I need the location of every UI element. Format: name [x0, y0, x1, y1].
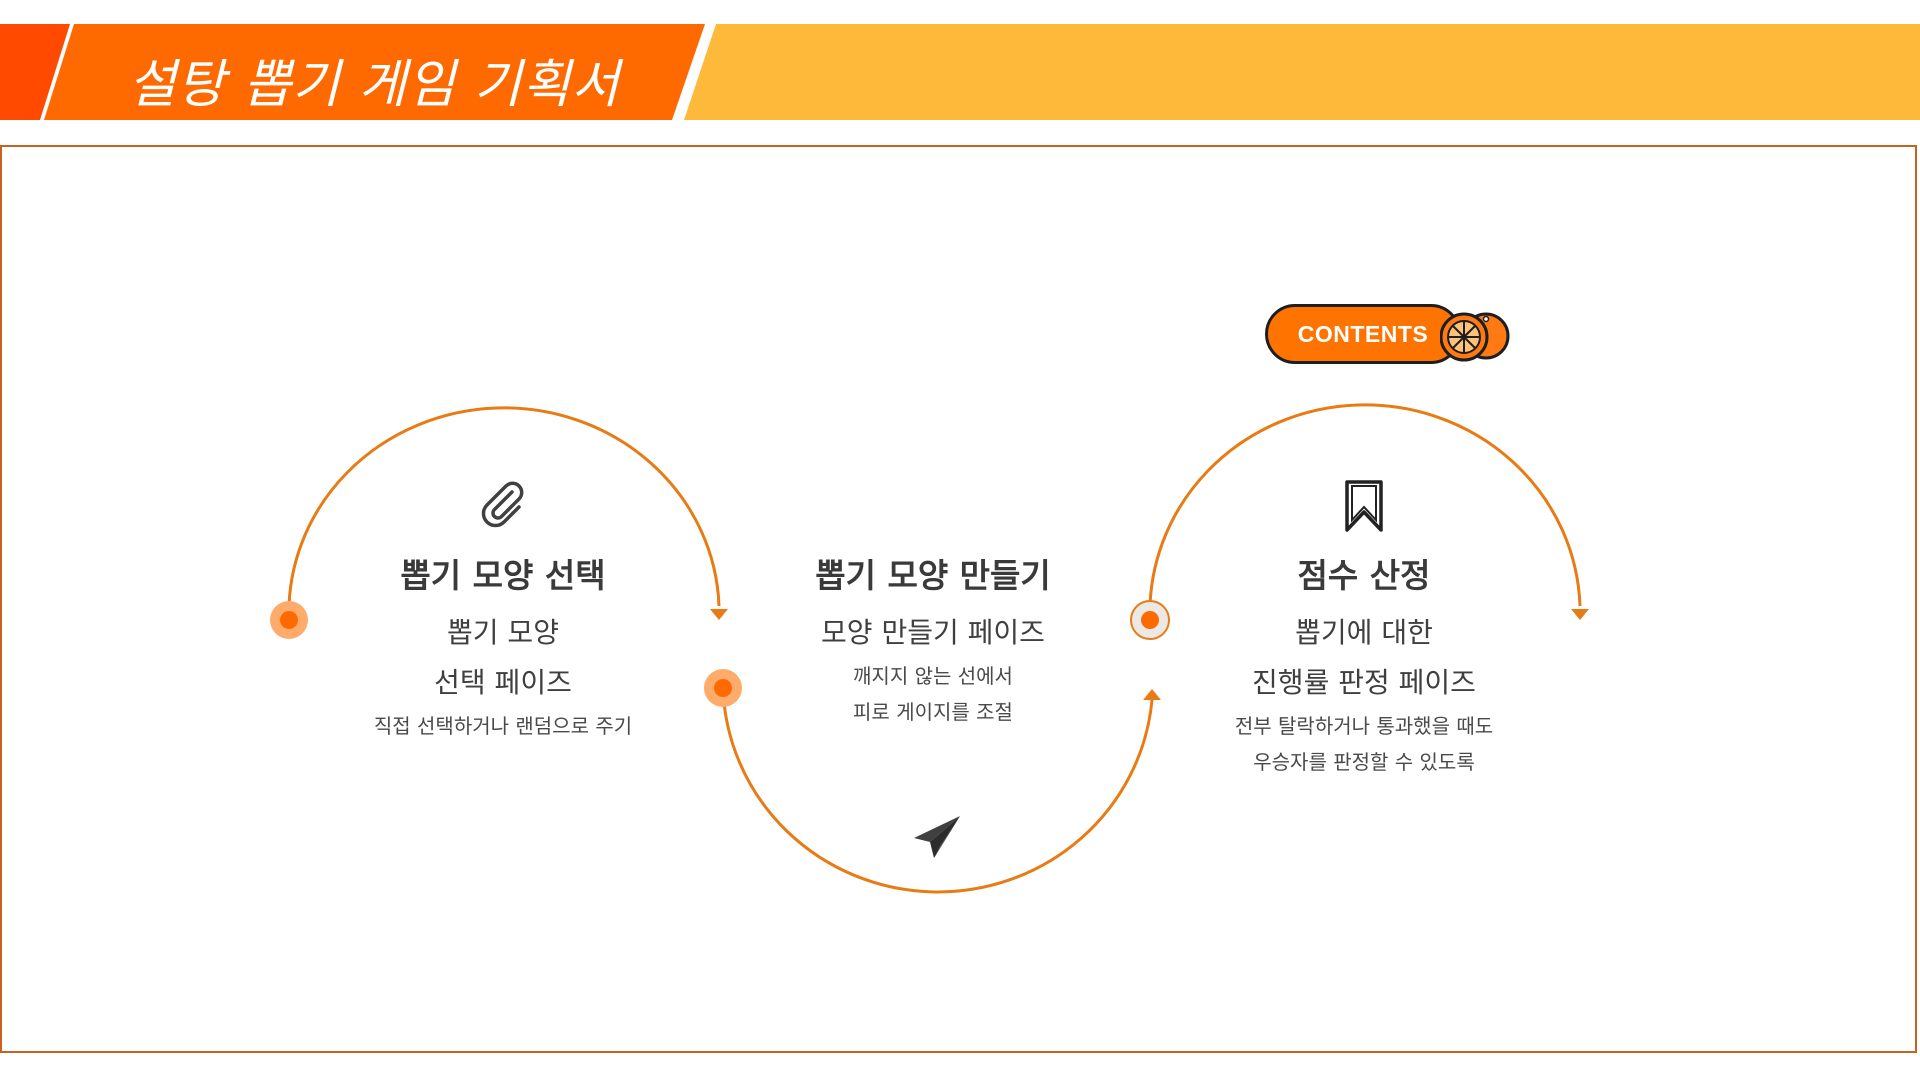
header-accent-bar — [684, 24, 1920, 120]
step-3-desc-line-1: 전부 탈락하거나 통과했을 때도 — [1234, 714, 1494, 738]
content-frame — [0, 145, 1917, 1053]
flow-arc-2 — [721, 687, 1154, 894]
orange-fruit-icon — [1440, 312, 1510, 362]
step-1-sub-line-2: 선택 페이즈 — [434, 666, 572, 699]
contents-badge[interactable]: CONTENTS — [1265, 304, 1461, 364]
step-3: 점수 산정 뽑기에 대한 진행률 판정 페이즈 전부 탈락하거나 통과했을 때도… — [1174, 556, 1554, 780]
header-title-band — [44, 24, 705, 120]
flow-node-3 — [1130, 600, 1170, 640]
step-2-desc-line-1: 깨지지 않는 선에서 — [853, 664, 1013, 688]
paperclip-icon — [481, 481, 524, 528]
arrow-head-1 — [710, 609, 728, 620]
header-banner — [0, 24, 1920, 120]
flow-arc-3 — [1148, 403, 1582, 621]
step-1-title: 뽑기 모양 선택 — [400, 556, 606, 595]
header-left-stripe — [0, 24, 70, 120]
step-3-sub-line-2: 진행률 판정 페이즈 — [1252, 666, 1476, 699]
bookmark-icon — [1345, 480, 1383, 532]
step-2-sub-line-1: 모양 만들기 페이즈 — [821, 616, 1045, 649]
page-title: 설탕 뽑기 게임 기획서 — [128, 55, 621, 115]
flow-node-1 — [270, 601, 308, 639]
step-1-desc-line-1: 직접 선택하거나 랜덤으로 주기 — [373, 714, 633, 738]
paper-plane-icon — [914, 816, 960, 858]
step-3-sub-line-1: 뽑기에 대한 — [1295, 616, 1433, 649]
step-1: 뽑기 모양 선택 뽑기 모양 선택 페이즈 직접 선택하거나 랜덤으로 주기 — [313, 556, 693, 744]
step-2-desc-line-2: 피로 게이지를 조절 — [853, 700, 1013, 724]
flow-node-2 — [704, 669, 742, 707]
flow-arc-1 — [287, 406, 721, 621]
arrow-head-2 — [1143, 689, 1161, 700]
step-3-desc-line-2: 우승자를 판정할 수 있도록 — [1253, 750, 1475, 774]
step-1-sub-line-1: 뽑기 모양 — [447, 616, 559, 649]
step-2-title: 뽑기 모양 만들기 — [815, 556, 1051, 595]
step-3-title: 점수 산정 — [1297, 556, 1431, 595]
step-2: 뽑기 모양 만들기 모양 만들기 페이즈 깨지지 않는 선에서 피로 게이지를 … — [743, 556, 1123, 730]
arrow-head-3 — [1571, 609, 1589, 620]
